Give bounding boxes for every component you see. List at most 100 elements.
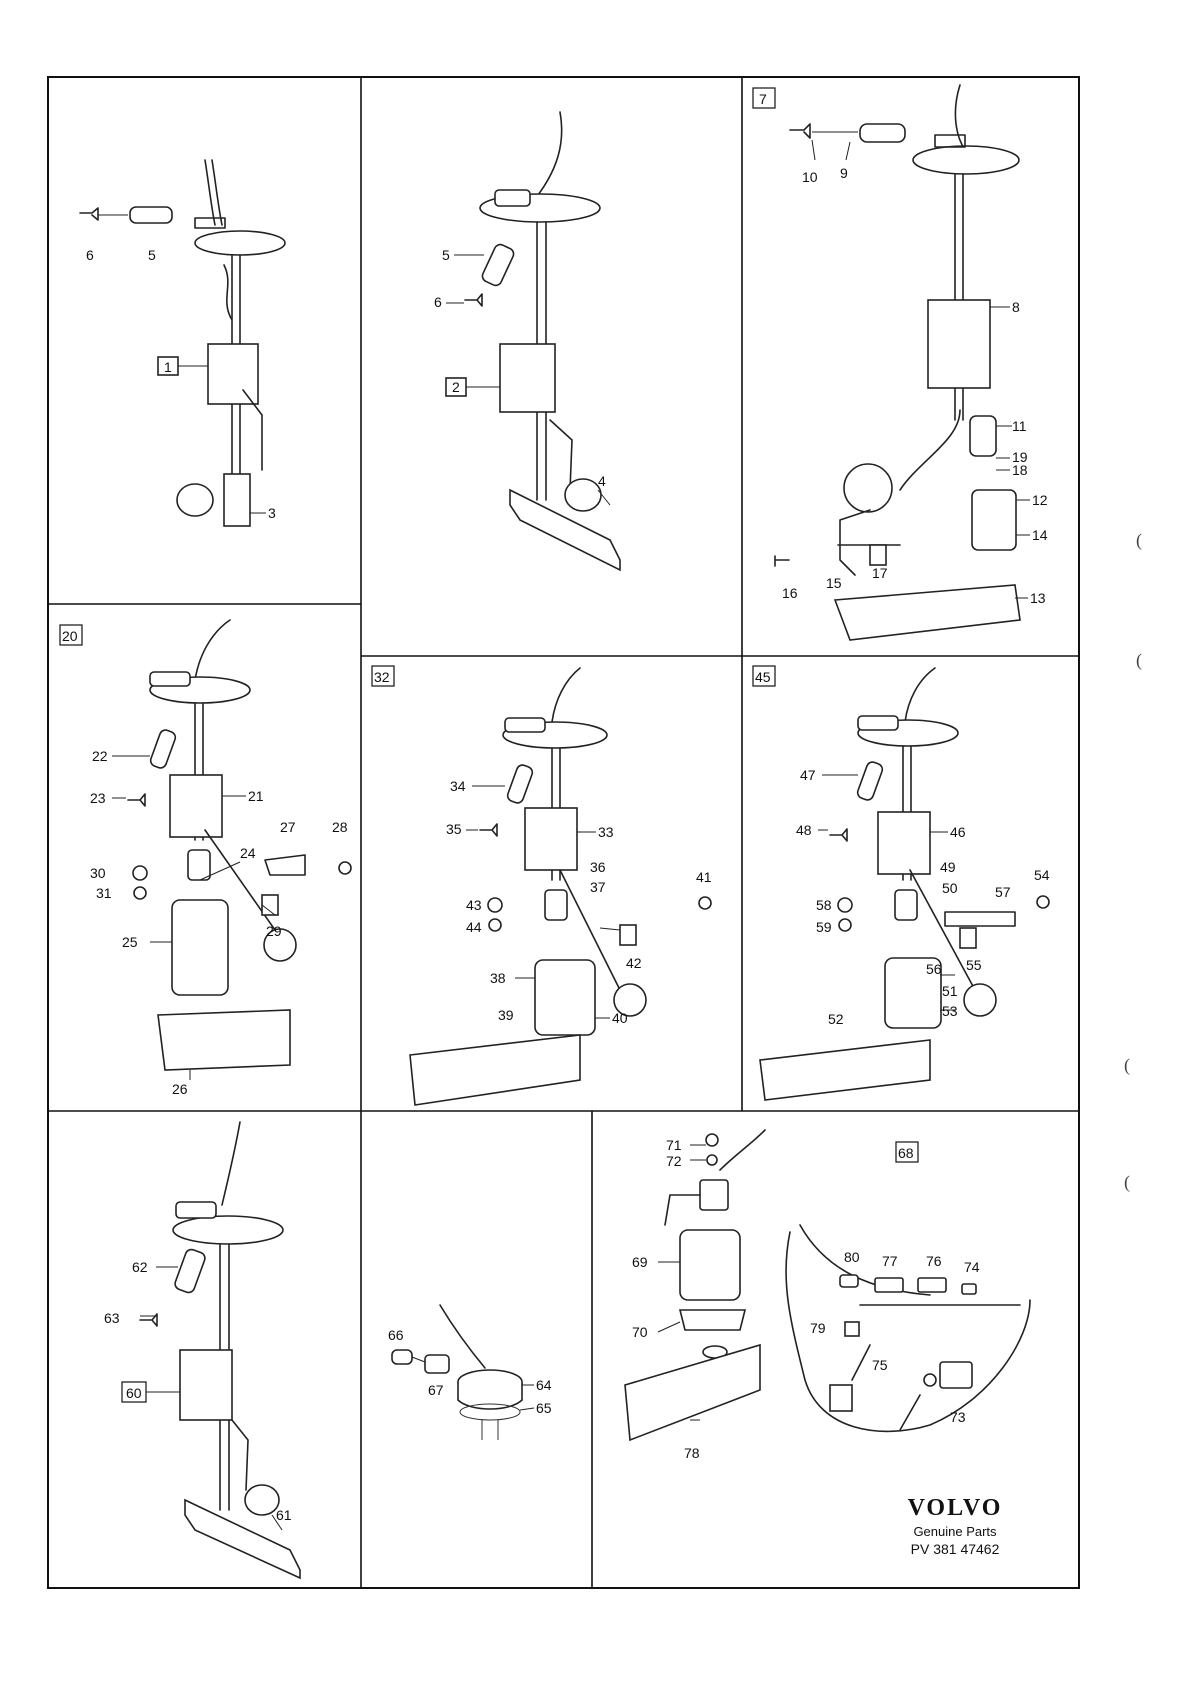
part-28: 28: [332, 819, 348, 835]
part-24: 24: [240, 845, 256, 861]
part-12: 12: [1032, 492, 1048, 508]
panel-label-68: 68: [898, 1145, 914, 1161]
part-37: 37: [590, 879, 606, 895]
part-47: 47: [800, 767, 816, 783]
part-15: 15: [826, 575, 842, 591]
part-29: 29: [266, 923, 282, 939]
part-43: 43: [466, 897, 482, 913]
part-73: 73: [950, 1409, 966, 1425]
part-34: 34: [450, 778, 466, 794]
panel-label-2: 2: [452, 379, 460, 395]
part-27: 27: [280, 819, 296, 835]
part-5-p2: 5: [442, 247, 450, 263]
panel-45-sender-unit: 45 47 48 46 49 50 57 54 58 59 56 55 5: [752, 665, 1050, 1101]
part-49: 49: [940, 859, 956, 875]
part-42: 42: [626, 955, 642, 971]
part-65: 65: [536, 1400, 552, 1416]
part-14: 14: [1032, 527, 1048, 543]
part-39: 39: [498, 1007, 514, 1023]
part-44: 44: [466, 919, 482, 935]
part-76: 76: [926, 1253, 942, 1269]
brand-subtitle: Genuine Parts: [913, 1524, 997, 1539]
panel-20-sender-unit: 20 22 23 21 27 28 24 30 31 29 25: [59, 619, 352, 1097]
part-64: 64: [536, 1377, 552, 1393]
part-8: 8: [1012, 299, 1020, 315]
diagram-code: PV 381 47462: [910, 1541, 1000, 1557]
part-62: 62: [132, 1259, 148, 1275]
part-19: 19: [1012, 449, 1028, 465]
panel-label-20: 20: [62, 628, 78, 644]
volvo-logo: VOLVO: [907, 1495, 1003, 1521]
part-69: 69: [632, 1254, 648, 1270]
part-26: 26: [172, 1081, 188, 1097]
part-78: 78: [684, 1445, 700, 1461]
part-16: 16: [782, 585, 798, 601]
part-71: 71: [666, 1137, 682, 1153]
margin-mark: (: [1136, 650, 1142, 670]
part-6-p2: 6: [434, 294, 442, 310]
part-72: 72: [666, 1153, 682, 1169]
part-79: 79: [810, 1320, 826, 1336]
panel-2-sender-unit: 2 5 6 4: [434, 111, 621, 572]
part-30: 30: [90, 865, 106, 881]
part-6: 6: [86, 247, 94, 263]
part-10: 10: [802, 169, 818, 185]
part-77: 77: [882, 1253, 898, 1269]
part-59: 59: [816, 919, 832, 935]
part-63: 63: [104, 1310, 120, 1326]
panel-60-sender-unit: 60 62 63 61: [104, 1121, 301, 1580]
panel-68-fuel-pump-wiring: 68 71 72 69 70 78 80 77 76 74: [624, 1129, 1031, 1461]
part-80: 80: [844, 1249, 860, 1265]
part-31: 31: [96, 885, 112, 901]
part-11: 11: [1012, 418, 1027, 434]
part-46: 46: [950, 824, 966, 840]
panel-1-sender-unit: 1 6 5 3: [79, 159, 286, 527]
part-40: 40: [612, 1010, 628, 1026]
part-74: 74: [964, 1259, 980, 1275]
margin-mark: (: [1136, 530, 1142, 550]
part-22: 22: [92, 748, 108, 764]
part-50: 50: [942, 880, 958, 896]
part-75: 75: [872, 1357, 888, 1373]
volvo-brand-block: VOLVO Genuine Parts PV 381 47462: [880, 1495, 1030, 1557]
part-52: 52: [828, 1011, 844, 1027]
panel-label-7: 7: [759, 91, 767, 107]
part-23: 23: [90, 790, 106, 806]
part-57: 57: [995, 884, 1011, 900]
panel-32-sender-unit: 32 34 35 33 36 37 41 43 44 42 38 40 3: [371, 665, 712, 1106]
part-53: 53: [942, 1003, 958, 1019]
part-41: 41: [696, 869, 712, 885]
panel-label-1: 1: [164, 359, 172, 375]
part-38: 38: [490, 970, 506, 986]
part-66: 66: [388, 1327, 404, 1343]
part-35: 35: [446, 821, 462, 837]
part-56: 56: [926, 961, 942, 977]
part-4: 4: [598, 473, 606, 489]
part-3: 3: [268, 505, 276, 521]
panel-label-32: 32: [374, 669, 390, 685]
part-5: 5: [148, 247, 156, 263]
margin-mark: (: [1124, 1172, 1130, 1192]
part-48: 48: [796, 822, 812, 838]
part-55: 55: [966, 957, 982, 973]
panel-7-sender-unit: 7 10 9 8 11 19 18 12 14 13: [752, 84, 1048, 641]
part-13: 13: [1030, 590, 1046, 606]
panel-sealing-ring: 66 67 64 65: [388, 1304, 552, 1440]
panel-label-45: 45: [755, 669, 771, 685]
part-18: 18: [1012, 462, 1028, 478]
part-9: 9: [840, 165, 848, 181]
margin-mark: (: [1124, 1055, 1130, 1075]
part-54: 54: [1034, 867, 1050, 883]
part-21: 21: [248, 788, 264, 804]
part-33: 33: [598, 824, 614, 840]
panel-grid: [47, 76, 1080, 1589]
part-25: 25: [122, 934, 138, 950]
part-17: 17: [872, 565, 888, 581]
part-51: 51: [942, 983, 958, 999]
part-70: 70: [632, 1324, 648, 1340]
part-67: 67: [428, 1382, 444, 1398]
part-58: 58: [816, 897, 832, 913]
part-36: 36: [590, 859, 606, 875]
